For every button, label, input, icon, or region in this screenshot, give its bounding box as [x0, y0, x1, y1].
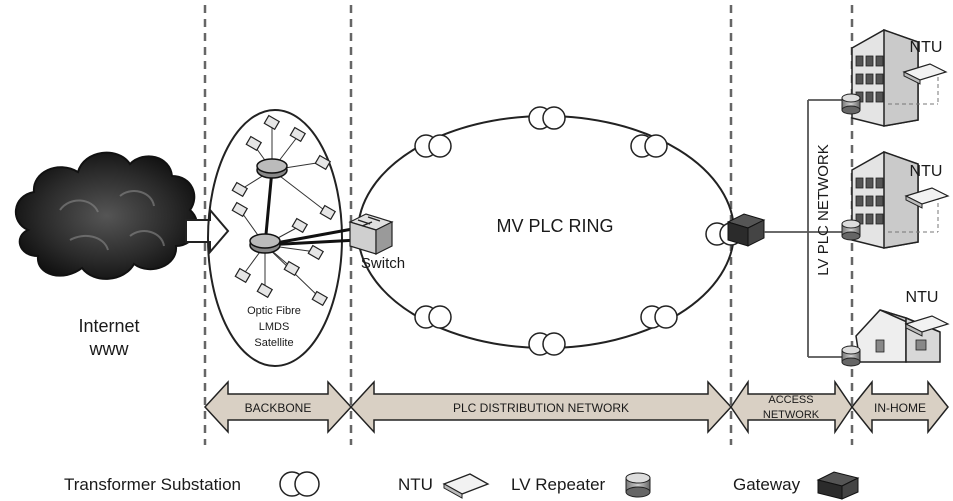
node-box-icon	[311, 290, 329, 307]
gateway-icon	[726, 213, 766, 247]
ntu-icon	[442, 473, 490, 499]
transformer-substations	[414, 106, 743, 356]
backbone-media-line1: Optic Fibre	[247, 305, 301, 317]
node-box-icon	[245, 135, 263, 152]
router-icon	[256, 158, 288, 179]
node-box-icon	[256, 282, 274, 299]
ntu-label-2: NTU	[910, 163, 943, 180]
segment-access-label-2: NETWORK	[763, 409, 820, 421]
node-box-icon	[263, 114, 281, 131]
backbone-trunk	[263, 169, 274, 246]
node-box-icon	[234, 267, 252, 284]
internet-label: Internet	[78, 316, 139, 336]
legend-transformer-label: Transformer Substation	[64, 475, 241, 494]
node-box-icon	[319, 204, 337, 221]
lv-network-label: LV PLC NETWORK	[815, 144, 832, 275]
node-box-icon	[307, 244, 325, 261]
segment-distribution-label: PLC DISTRIBUTION NETWORK	[453, 401, 629, 415]
switch-icon	[348, 213, 394, 255]
ntu-icon	[904, 187, 950, 209]
access-span-arrow	[730, 379, 853, 435]
backbone-nodes	[231, 114, 337, 307]
ntu-icon	[902, 63, 948, 85]
node-box-icon	[291, 217, 309, 234]
backbone-media-line3: Satellite	[254, 337, 293, 349]
switch-label: Switch	[361, 255, 405, 272]
ntu-label-1: NTU	[910, 39, 943, 56]
repeater-icon	[841, 345, 861, 367]
building-icon	[851, 150, 939, 249]
segment-access-label-1: ACCESS	[768, 394, 813, 406]
inhome-span-arrow	[851, 379, 949, 435]
legend-gateway-label: Gateway	[733, 475, 801, 494]
backbone-ellipse	[207, 109, 343, 367]
cloud-to-backbone-arrow	[185, 207, 230, 255]
segment-inhome-label: IN-HOME	[874, 401, 926, 415]
transformer-icon	[279, 471, 320, 497]
gateway-icon	[816, 471, 860, 500]
node-box-icon	[314, 154, 332, 171]
transformer-icon	[528, 332, 566, 356]
ntu-icon	[904, 315, 950, 337]
transformer-icon	[630, 134, 668, 158]
router-icon	[249, 233, 281, 254]
building-icon	[851, 28, 939, 127]
segment-backbone-label: BACKBONE	[245, 401, 312, 415]
backbone-links	[239, 125, 329, 299]
repeater-icon	[625, 472, 651, 498]
backbone-media-line2: LMDS	[259, 321, 290, 333]
www-label: www	[89, 339, 130, 359]
legend-ntu-label: NTU	[398, 475, 433, 494]
ring-label: MV PLC RING	[496, 216, 613, 236]
internet-cloud-icon	[14, 151, 198, 280]
legend-repeater-label: LV Repeater	[511, 475, 606, 494]
transformer-icon	[640, 305, 678, 329]
ntu-label-3: NTU	[906, 289, 939, 306]
segment-arrows	[203, 379, 949, 435]
repeater-icon	[841, 219, 861, 241]
repeater-icon	[841, 93, 861, 115]
transformer-icon	[528, 106, 566, 130]
legend: Transformer Substation NTU LV Repeater G…	[64, 471, 860, 500]
node-box-icon	[283, 260, 301, 277]
transformer-icon	[414, 305, 452, 329]
lv-network-lines	[764, 99, 852, 358]
node-box-icon	[231, 201, 249, 218]
node-box-icon	[289, 126, 307, 143]
node-box-icon	[231, 181, 249, 198]
transformer-icon	[414, 134, 452, 158]
